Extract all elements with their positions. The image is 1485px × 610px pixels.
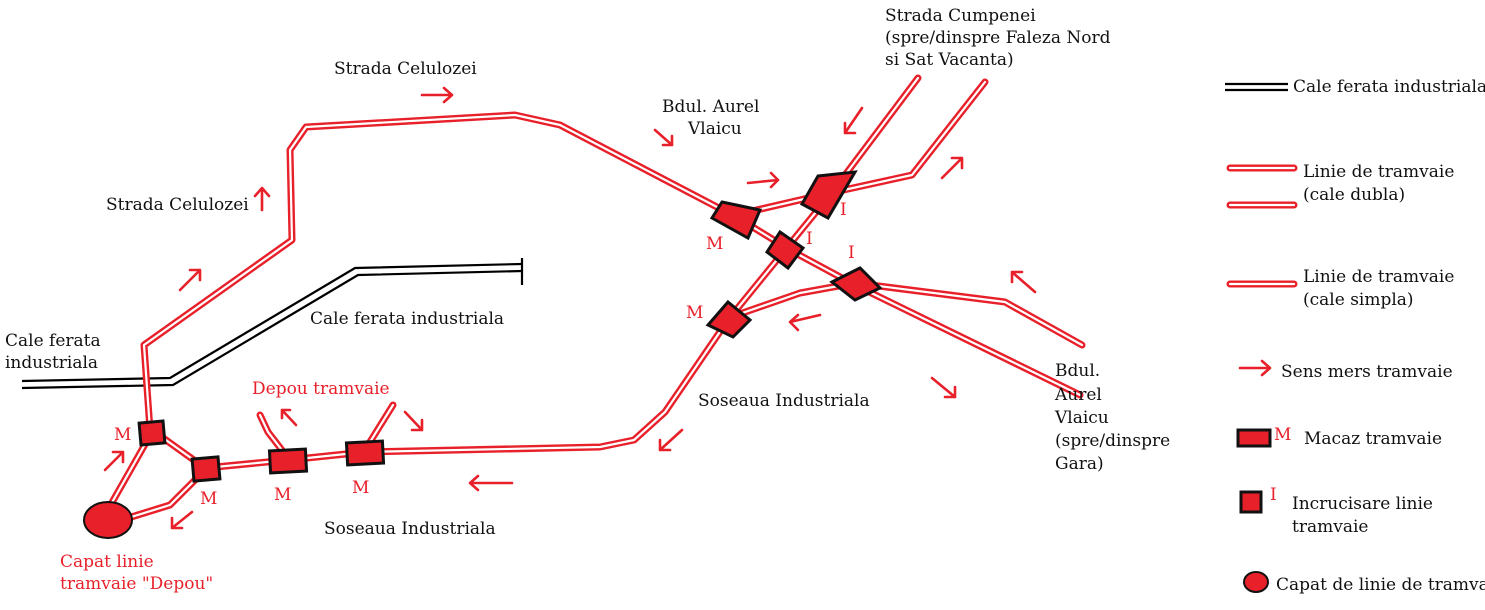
label-bdul-aurel-vlaicu-right: (spre/dinspre <box>1055 431 1170 451</box>
tram-lines <box>106 74 1086 522</box>
switch-node <box>344 439 386 467</box>
node-marks: M I I I M M M M M <box>114 200 855 509</box>
svg-text:Linie de tramvaie: Linie de tramvaie <box>1303 267 1454 287</box>
svg-text:Linie de tramvaie: Linie de tramvaie <box>1303 162 1454 182</box>
arrow-left <box>788 313 822 332</box>
label-depou-tramvaie: Depou tramvaie <box>252 379 390 399</box>
legend-direction: Sens mers tramvaie <box>1238 359 1453 382</box>
svg-text:M: M <box>1274 425 1291 445</box>
svg-text:I: I <box>1270 485 1277 505</box>
label-strada-celulozei-top: Strada Celulozei <box>334 59 477 79</box>
legend-crossing: I Incrucisare linie tramvaie <box>1239 485 1433 537</box>
label-bdul-aurel-vlaicu-right: Bdul. <box>1055 361 1100 381</box>
svg-text:Incrucisare linie: Incrucisare linie <box>1292 494 1433 514</box>
svg-text:Macaz tramvaie: Macaz tramvaie <box>1304 429 1442 449</box>
arrow-down-left <box>843 106 864 135</box>
crossing-mark: I <box>848 243 855 263</box>
arrow-up <box>253 186 271 212</box>
switch-node <box>709 200 763 241</box>
label-strada-cumpenei: Strada Cumpenei <box>885 6 1036 26</box>
label-capat-linie: tramvaie "Depou" <box>60 574 213 594</box>
switch-mark: M <box>200 489 217 509</box>
label-capat-linie: Capat linie <box>60 552 154 572</box>
arrow-up-right <box>103 450 125 472</box>
map-labels: Strada Celulozei Strada Celulozei Bdul. … <box>5 6 1170 594</box>
label-cale-ferata-center: Cale ferata industriala <box>310 309 504 329</box>
svg-text:Capat de linie de tramvaie: Capat de linie de tramvaie <box>1276 575 1485 595</box>
terminus-node <box>83 501 133 539</box>
arrow-down-left <box>170 510 194 530</box>
label-strada-cumpenei: si Sat Vacanta) <box>885 50 1014 70</box>
legend: Cale ferata industriala Linie de tramvai… <box>1225 77 1485 595</box>
switch-mark: M <box>352 478 369 498</box>
svg-text:tramvaie: tramvaie <box>1292 517 1368 537</box>
arrow-up-right <box>178 268 202 292</box>
switch-mark: M <box>114 425 131 445</box>
line-bdul-aurel-vlaicu <box>734 214 1084 399</box>
switch-mark: M <box>686 303 703 323</box>
svg-text:(cale dubla): (cale dubla) <box>1303 185 1405 205</box>
svg-text:(cale simpla): (cale simpla) <box>1303 290 1414 310</box>
svg-text:Cale ferata industriala: Cale ferata industriala <box>1293 77 1485 97</box>
line-soseaua-industriala-link <box>724 279 1086 349</box>
legend-switch: M Macaz tramvaie <box>1236 425 1442 449</box>
label-soseaua-industriala-bottom: Soseaua Industriala <box>324 519 496 539</box>
crossing-mark: I <box>806 229 813 249</box>
crossing-mark: I <box>840 200 847 220</box>
arrow-up-left <box>1010 270 1037 294</box>
label-strada-celulozei-left: Strada Celulozei <box>106 195 249 215</box>
arrow-down-right <box>653 128 674 147</box>
label-bdul-aurel-vlaicu-top: Bdul. Aurel <box>662 97 759 117</box>
line-strada-celulozei <box>140 111 742 434</box>
arrow-down-right <box>930 376 957 399</box>
arrow-right <box>746 171 780 189</box>
switch-node <box>705 299 753 339</box>
tram-nodes <box>83 170 883 539</box>
switch-node <box>137 419 167 447</box>
arrow-right <box>420 86 454 104</box>
legend-double-track: Linie de tramvaie (cale dubla) <box>1226 162 1454 209</box>
label-cale-ferata-left: Cale ferata <box>5 331 101 351</box>
crossing-node <box>799 170 858 221</box>
crossing-node <box>829 266 883 302</box>
switch-node <box>267 447 309 475</box>
line-depot-main <box>148 426 369 472</box>
label-cale-ferata-left: industriala <box>5 353 98 373</box>
switch-node <box>190 455 222 483</box>
arrow-left <box>468 474 514 492</box>
label-bdul-aurel-vlaicu-right: Vlaicu <box>1054 408 1109 428</box>
industrial-railway <box>21 258 524 390</box>
label-bdul-aurel-vlaicu-right: Aurel <box>1054 385 1102 405</box>
arrow-down-right <box>403 410 424 432</box>
arrow-up-left <box>280 408 298 427</box>
legend-rail: Cale ferata industriala <box>1225 77 1485 97</box>
arrow-right-icon <box>1238 359 1272 377</box>
legend-single-track: Linie de tramvaie (cale simpla) <box>1226 267 1454 310</box>
label-strada-cumpenei: (spre/dinspre Faleza Nord <box>885 28 1111 48</box>
arrow-up-right <box>940 156 964 180</box>
switch-mark: M <box>706 234 723 254</box>
legend-terminus: Capat de linie de tramvaie <box>1243 571 1485 595</box>
label-soseaua-industriala-center: Soseaua Industriala <box>698 391 870 411</box>
label-bdul-aurel-vlaicu-right: Gara) <box>1055 454 1104 474</box>
arrow-down-left <box>658 428 684 452</box>
direction-arrows <box>103 86 1037 530</box>
label-bdul-aurel-vlaicu-top: Vlaicu <box>687 119 742 139</box>
switch-mark: M <box>274 485 291 505</box>
line-strada-cumpenei-east <box>731 78 989 219</box>
crossing-node <box>764 229 806 271</box>
svg-text:Sens mers tramvaie: Sens mers tramvaie <box>1281 362 1453 382</box>
